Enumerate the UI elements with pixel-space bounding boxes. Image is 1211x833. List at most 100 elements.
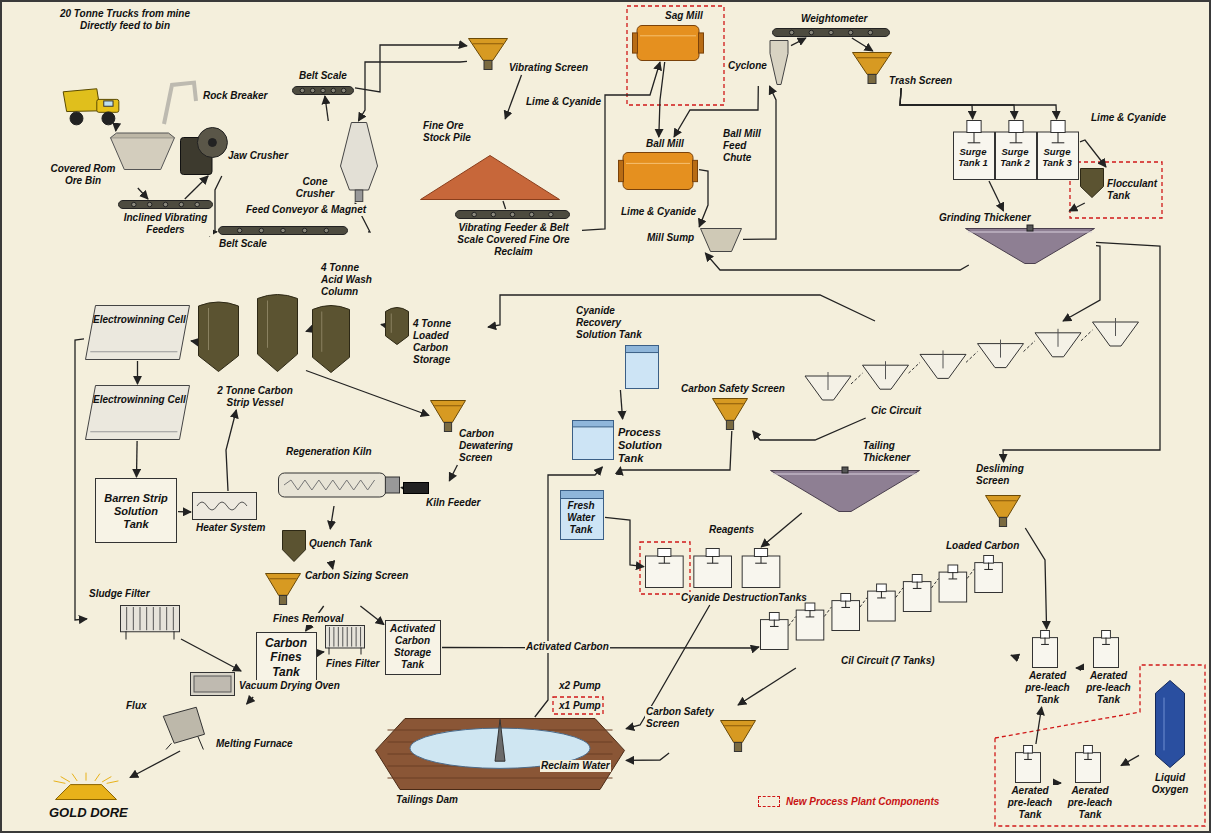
icon-part: [966, 352, 978, 363]
flow-line: [325, 96, 328, 121]
equipment-label: Jaw Crusher: [227, 150, 289, 162]
flow-note: Lime & Cyanide: [525, 96, 602, 108]
icon-part: [1033, 638, 1058, 668]
icon-part: [646, 556, 684, 588]
icon-part: [967, 121, 981, 133]
equipment-icon: [118, 200, 213, 209]
icon-part: [774, 620, 775, 627]
icon-part: [90, 431, 177, 432]
icon-part: [1102, 631, 1111, 639]
icon-part: [1041, 631, 1050, 639]
icon-part: [1076, 753, 1101, 783]
flow-note: x2 Pump: [558, 680, 602, 692]
equipment-label: Flocculant Tank: [1106, 178, 1160, 202]
icon-part: [147, 202, 151, 207]
icon-part: [974, 132, 975, 143]
flow-line: [1063, 246, 1100, 321]
icon-part: [302, 228, 307, 233]
icon-part: [140, 607, 141, 630]
icon-part: [385, 477, 399, 493]
equipment-node: 2 Tonne Carbon Strip Vessel: [197, 291, 306, 410]
icon-part: [561, 491, 604, 540]
flow-line: [852, 38, 873, 51]
flow-line: [699, 170, 708, 227]
equipment-node: Electrowinning Cell: [84, 384, 191, 441]
icon-part: [284, 480, 375, 490]
icon-part: [948, 565, 958, 573]
icon-part: [469, 39, 508, 61]
equipment-label: Surge Tank 3: [1038, 146, 1076, 169]
equipment-node: Cyanide Recovery Solution Tank: [574, 304, 660, 390]
icon-part: [361, 648, 362, 655]
equipment-label: Cil Circuit (7 Tanks): [840, 655, 936, 667]
icon-part: [968, 232, 1092, 233]
icon-part: [279, 595, 286, 604]
equipment-label: Grinding Thickener: [938, 212, 1032, 224]
icon-part: [86, 306, 190, 360]
icon-part: [1115, 318, 1116, 336]
icon-part: [456, 211, 570, 219]
icon-part: [954, 132, 995, 180]
equipment-label: Carbon Safety Screen: [645, 706, 715, 730]
icon-part: [789, 617, 796, 627]
flow-line: [191, 341, 197, 342]
icon-part: [931, 579, 938, 589]
equipment-label: Sludge Filter: [88, 588, 151, 600]
flow-line: [1025, 528, 1046, 629]
equipment-icon: [625, 345, 659, 389]
new-component-outline: [627, 6, 724, 105]
icon-part: [761, 620, 789, 650]
flow-note: Ball Mill Feed Chute: [722, 128, 772, 164]
icon-part: [199, 302, 239, 372]
equipment-node: Sag Mill: [631, 9, 705, 62]
equipment-icon: [110, 132, 175, 170]
equipment-node: GOLD DORE: [47, 777, 130, 822]
equipment-label: Cyanide Recovery Solution Tank: [575, 305, 643, 341]
equipment-icon: [375, 718, 625, 790]
icon-part: [913, 588, 922, 589]
icon-part: [174, 631, 175, 639]
flow-line: [900, 88, 1015, 119]
equipment-icon: [770, 470, 920, 512]
flow-line: [626, 753, 669, 760]
icon-part: [166, 743, 172, 749]
equipment-node: Carbon Fines Tank: [255, 631, 318, 684]
icon-part: [355, 190, 363, 202]
equipment-label: 4 Tonne Loaded Carbon Storage: [412, 318, 487, 366]
equipment-node: Kiln Feeder: [402, 481, 482, 510]
icon-part: [658, 549, 671, 557]
new-component-outline: [640, 542, 690, 594]
icon-part: [321, 312, 322, 352]
icon-part: [809, 30, 814, 35]
equipment-label: Aerated pre-leach Tank: [1020, 670, 1075, 706]
icon-part: [104, 101, 113, 106]
icon-part: [549, 212, 554, 217]
equipment-icon: [632, 25, 704, 61]
icon-part: [996, 132, 1037, 180]
flow-line: [137, 361, 138, 384]
equipment-label: Belt Scale: [298, 70, 348, 82]
icon-part: [701, 229, 742, 252]
icon-part: [472, 212, 477, 217]
flow-line: [247, 697, 254, 704]
equipment-icon: [712, 398, 748, 430]
icon-part: [640, 35, 696, 36]
equipment-icon: [1015, 745, 1041, 783]
icon-part: [266, 574, 301, 596]
icon-part: [1010, 142, 1023, 143]
flow-note: Activated Carbon: [525, 641, 610, 653]
equipment-icon: [385, 305, 409, 345]
flow-note: Reagents: [708, 524, 755, 536]
equipment-icon: [85, 385, 190, 440]
flow-line: [1080, 140, 1106, 167]
icon-part: [968, 142, 981, 143]
flow-line: [1069, 203, 1085, 211]
icon-part: [269, 578, 296, 579]
icon-part: [761, 556, 762, 563]
equipment-label: Rock Breaker: [202, 90, 268, 102]
equipment-label: Mill Sump: [646, 232, 695, 244]
icon-part: [659, 563, 671, 564]
equipment-node: Aerated pre-leach Tank: [999, 744, 1061, 822]
equipment-icon: [180, 125, 225, 175]
equipment-label: Fine Ore Stock Pile: [422, 120, 484, 144]
